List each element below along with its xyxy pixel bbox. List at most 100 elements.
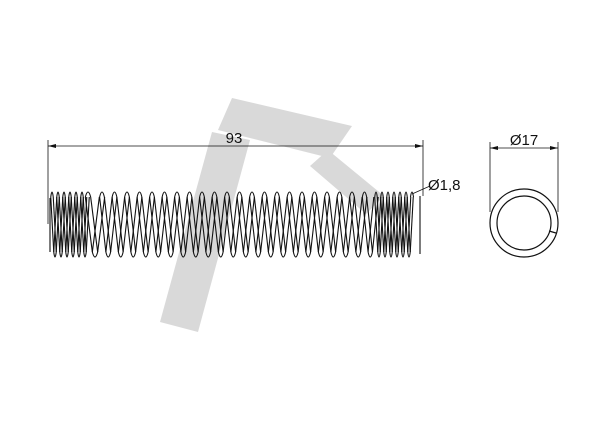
coil-top-turn [409, 191, 415, 198]
coil-wire-segment [261, 196, 269, 253]
coil-wire-segment [247, 196, 255, 253]
coil-wire-segment [242, 196, 251, 253]
coil-wire-segment [317, 196, 326, 253]
coil-wire-segment [404, 196, 409, 253]
coil-top-turn [111, 191, 118, 198]
coil-wire-segment [355, 196, 363, 253]
coil-wire-segment [167, 196, 176, 253]
coil-wire-segment [255, 196, 263, 253]
coil-bottom-turn [142, 251, 149, 258]
coil-top-turn [99, 191, 105, 198]
coil-wire-segment [407, 196, 412, 253]
coil-bottom-turn [280, 251, 287, 258]
coil-wire-segment [56, 196, 61, 253]
coil-wire-segment [311, 196, 319, 253]
coil-bottom-turn [395, 251, 399, 258]
coil-wire-segment [141, 196, 149, 253]
coil-bottom-turn [383, 251, 387, 258]
coil-wire-segment [253, 196, 262, 253]
coil-wire-segment [401, 196, 406, 253]
coil-wire-segment [178, 196, 187, 253]
coil-wire-segment [383, 196, 388, 253]
coil-top-turn [380, 191, 384, 198]
coil-top-turn [149, 191, 155, 198]
coil-wire-segment [84, 196, 93, 253]
coil-wire-segment [377, 196, 382, 253]
coil-wire-segment [97, 196, 106, 253]
coil-wire-segment [297, 196, 305, 253]
coil-wire-segment [328, 196, 337, 253]
coil-top-turn [336, 191, 343, 198]
ring-outer-circle [489, 188, 559, 258]
coil-bottom-turn [342, 251, 349, 258]
coil-wire-segment [186, 196, 194, 253]
coil-wire-segment [374, 196, 379, 253]
length-dimension [47, 140, 424, 224]
coil-wire-segment [160, 196, 168, 253]
coil-top-turn [404, 191, 408, 198]
coil-wire-segment [235, 196, 243, 253]
coil-wire-segment [249, 196, 257, 253]
coil-wire-segment [366, 196, 373, 253]
coil-wire-segment [191, 196, 199, 253]
coil-wire-segment [199, 196, 207, 253]
coil-top-turn [74, 191, 78, 198]
coil-bottom-turn [105, 251, 112, 258]
coil-wire-segment [161, 196, 169, 253]
coil-wire-segment [395, 196, 400, 253]
coil-wire-segment [217, 196, 226, 253]
coil-top-turn [124, 191, 130, 198]
tf-logo-watermark-icon [160, 98, 384, 332]
coil-wire-segment [77, 196, 82, 253]
coil-bottom-turn [53, 251, 57, 258]
coil-top-turn [286, 191, 293, 198]
coil-top-turn [274, 191, 280, 198]
coil-wire-segment [285, 196, 293, 253]
coil-wire-segment [62, 196, 67, 253]
coil-wire-segment [303, 196, 312, 253]
outer-diameter-label: Ø17 [510, 132, 538, 149]
coil-wire-segment [353, 196, 362, 253]
coil-wire-segment [68, 196, 73, 253]
coil-bottom-turn [305, 251, 312, 258]
coil-wire-segment [65, 196, 70, 253]
coil-bottom-turn [355, 251, 362, 258]
od-arrow-left [490, 146, 498, 150]
coil-top-turn [361, 191, 368, 198]
coil-wire-segment [103, 196, 112, 253]
coil-wire-segment [347, 196, 355, 253]
watermark-bar-top [218, 98, 352, 158]
coil-bottom-turn [230, 251, 237, 258]
coil-wire-segment [155, 196, 163, 253]
od-arrow-right [550, 146, 558, 150]
length-label: 93 [226, 130, 243, 147]
coil-top-turn [161, 191, 168, 198]
coil-top-turn [50, 191, 54, 198]
coil-wire-segment [166, 196, 174, 253]
coil-top-turn [311, 191, 318, 198]
coil-wire-segment [203, 196, 212, 253]
coil-bottom-turn [59, 251, 63, 258]
coil-bottom-turn [130, 251, 137, 258]
coil-bottom-turn [205, 251, 212, 258]
wire-diameter-label: Ø1,8 [428, 177, 461, 194]
watermark-hook [310, 150, 384, 214]
coil-bottom-turn [367, 251, 373, 258]
coil-top-turn [62, 191, 66, 198]
coil-wire-segment [210, 196, 218, 253]
coil-wire-segment [292, 196, 301, 253]
coil-wire-segment [50, 196, 55, 253]
coil-wire-segment [272, 196, 280, 253]
coil-wire-segment [260, 196, 268, 253]
coil-wire-segment [266, 196, 274, 253]
coil-bottom-turn [217, 251, 224, 258]
coil-wire-segment [105, 196, 113, 253]
coil-wire-segment [122, 196, 130, 253]
coil-wire-segment [278, 196, 287, 253]
spring-end-view [489, 188, 559, 258]
coil-wire-segment [230, 196, 238, 253]
coil-wire-segment [349, 196, 357, 253]
coil-wire-segment [59, 196, 64, 253]
coil-bottom-turn [180, 251, 187, 258]
